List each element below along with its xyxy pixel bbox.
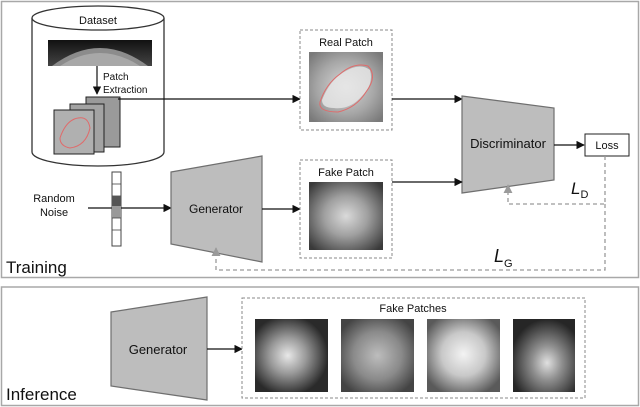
inference-label: Inference	[6, 385, 77, 404]
dataset-label: Dataset	[79, 15, 117, 27]
ld-symbol: LD	[571, 179, 588, 201]
patch-extraction-label-1: Patch	[103, 72, 129, 83]
fake-patch-sample-3	[427, 319, 500, 392]
loss-box	[584, 133, 630, 157]
loss-label: Loss	[595, 140, 619, 152]
fake-patches-label: Fake Patches	[379, 303, 447, 315]
fake-patch-sample-4	[513, 319, 575, 392]
ld-feedback-arrow	[503, 156, 606, 205]
generator-block-training	[170, 155, 263, 263]
real-patch-label: Real Patch	[319, 37, 373, 49]
mammogram-image	[48, 40, 152, 66]
real-patch-image	[309, 52, 383, 122]
random-noise-label-2: Noise	[40, 207, 68, 219]
random-noise-label-1: Random	[33, 193, 75, 205]
patch-extraction-label-2: Extraction	[103, 85, 147, 96]
lg-symbol: LG	[494, 246, 513, 270]
training-label: Training	[6, 258, 67, 277]
fake-patch-sample-1	[255, 319, 328, 392]
lg-feedback-arrow	[211, 204, 606, 271]
generator-label-training: Generator	[189, 202, 243, 216]
extracted-patch-stack	[53, 96, 121, 155]
discriminator-block	[461, 95, 555, 194]
generator-block-inference	[110, 296, 208, 401]
fake-patch-image	[309, 182, 383, 250]
noise-vector	[111, 171, 122, 247]
generator-label-inference: Generator	[129, 342, 188, 357]
fake-patch-sample-2	[341, 319, 414, 392]
discriminator-label: Discriminator	[470, 136, 547, 151]
fake-patch-label: Fake Patch	[318, 167, 374, 179]
